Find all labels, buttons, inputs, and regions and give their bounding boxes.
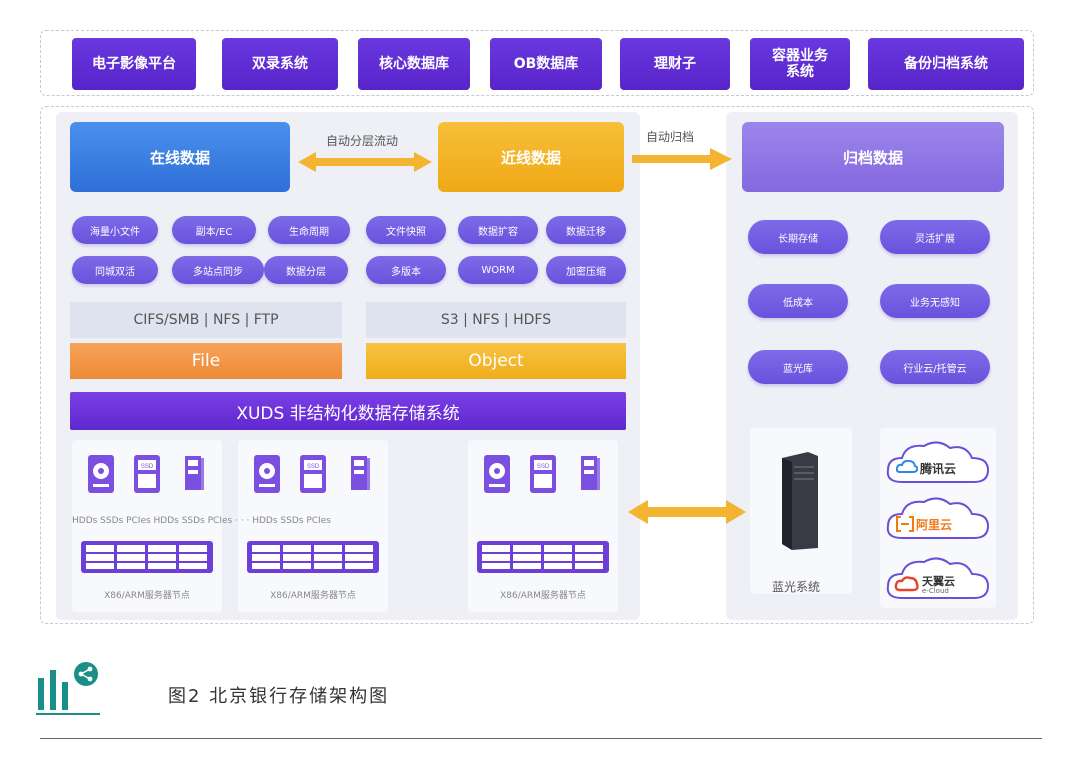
- server-node: SSD X86/ARM服务器节点: [468, 440, 618, 612]
- feature-pill: 数据扩容: [458, 216, 538, 244]
- server-node-label: X86/ARM服务器节点: [270, 591, 356, 601]
- archive-data-box: 归档数据: [742, 122, 1004, 192]
- svg-text:SSD: SSD: [537, 464, 550, 470]
- app-core-database: 核心数据库: [358, 38, 470, 90]
- pcie-card-icon: [185, 456, 204, 490]
- archive-arrow-label: 自动归档: [646, 130, 695, 144]
- ssd-icon: SSD: [134, 455, 160, 493]
- app-wealth-sub: 理财子: [620, 38, 730, 90]
- tiering-double-arrow: [298, 152, 432, 172]
- object-protocols: S3 | NFS | HDFS: [366, 302, 626, 338]
- feature-pill: 同城双活: [72, 256, 158, 284]
- app-backup-archive: 备份归档系统: [868, 38, 1024, 90]
- app-container-business: 容器业务 系统: [750, 38, 850, 90]
- server-node: SSD X86/ARM服务器节点: [72, 440, 222, 612]
- server-rack-icon: [81, 541, 213, 573]
- tianyi-sub-label: e-Cloud: [922, 587, 949, 595]
- feature-pill: 文件快照: [366, 216, 446, 244]
- feature-pill: 加密压缩: [546, 256, 626, 284]
- app-ob-database: OB数据库: [490, 38, 602, 90]
- tianyi-label: 天翼云: [922, 575, 955, 588]
- aliyun-cloud: 阿里云: [884, 494, 992, 546]
- pcie-card-icon: [581, 456, 600, 490]
- object-bar: Object: [366, 343, 626, 379]
- archive-feature-pill: 灵活扩展: [880, 220, 990, 254]
- archive-feature-pill: 业务无感知: [880, 284, 990, 318]
- figure-caption: 图2 北京银行存储架构图: [168, 686, 390, 707]
- hdd-icon: [88, 455, 114, 493]
- feature-pill: 副本/EC: [172, 216, 256, 244]
- device-types-text: HDDs SSDs PCIes HDDs SSDs PCIes · · · HD…: [72, 516, 331, 526]
- file-bar: File: [70, 343, 342, 379]
- svg-text:SSD: SSD: [141, 464, 154, 470]
- server-node-label: X86/ARM服务器节点: [500, 591, 586, 601]
- architecture-frame: [40, 106, 1034, 624]
- bluray-system-label: 蓝光系统: [771, 580, 820, 594]
- aliyun-label: 阿里云: [916, 518, 953, 532]
- svg-text:SSD: SSD: [307, 464, 320, 470]
- server-node-label: X86/ARM服务器节点: [104, 591, 190, 601]
- nearline-data-box: 近线数据: [438, 122, 624, 192]
- archive-feature-pill: 行业云/托管云: [880, 350, 990, 384]
- server-rack-icon: [247, 541, 379, 573]
- caption-divider: [40, 738, 1042, 739]
- online-data-box: 在线数据: [70, 122, 290, 192]
- applications-frame: [40, 30, 1034, 96]
- tianyi-logo-icon: [894, 576, 919, 592]
- server-tower-icon: [782, 452, 818, 550]
- tencent-cloud-label: 腾讯云: [920, 462, 957, 476]
- archive-feature-pill: 低成本: [748, 284, 848, 318]
- feature-pill: WORM: [458, 256, 538, 284]
- app-dual-recording: 双录系统: [222, 38, 338, 90]
- xuds-system-bar: XUDS 非结构化数据存储系统: [70, 392, 626, 430]
- app-electronic-image: 电子影像平台: [72, 38, 196, 90]
- archive-feature-pill: 蓝光库: [748, 350, 848, 384]
- tianyi-cloud: 天翼云 e-Cloud: [884, 554, 992, 606]
- server-node: SSD X86/ARM服务器节点: [238, 440, 388, 612]
- tiering-label: 自动分层流动: [326, 134, 399, 148]
- file-protocols: CIFS/SMB | NFS | FTP: [70, 302, 342, 338]
- archive-arrow: [632, 148, 732, 170]
- tencent-logo-icon: [896, 460, 918, 473]
- hdd-icon: [254, 455, 280, 493]
- server-rack-icon: [477, 541, 609, 573]
- archive-feature-pill: 长期存储: [748, 220, 848, 254]
- hdd-icon: [484, 455, 510, 493]
- feature-pill: 数据分层: [264, 256, 348, 284]
- aliyun-logo-icon: [896, 516, 914, 532]
- cloud-outline-icon: [886, 557, 990, 599]
- caption-chart-icon: [36, 662, 100, 715]
- bluray-double-arrow: [628, 500, 746, 524]
- pcie-card-icon: [351, 456, 370, 490]
- ssd-icon: SSD: [300, 455, 326, 493]
- feature-pill: 多版本: [366, 256, 446, 284]
- feature-pill: 生命周期: [268, 216, 350, 244]
- ssd-icon: SSD: [530, 455, 556, 493]
- feature-pill: 海量小文件: [72, 216, 158, 244]
- tencent-cloud: 腾讯云: [884, 438, 992, 490]
- feature-pill: 多站点同步: [172, 256, 264, 284]
- feature-pill: 数据迁移: [546, 216, 626, 244]
